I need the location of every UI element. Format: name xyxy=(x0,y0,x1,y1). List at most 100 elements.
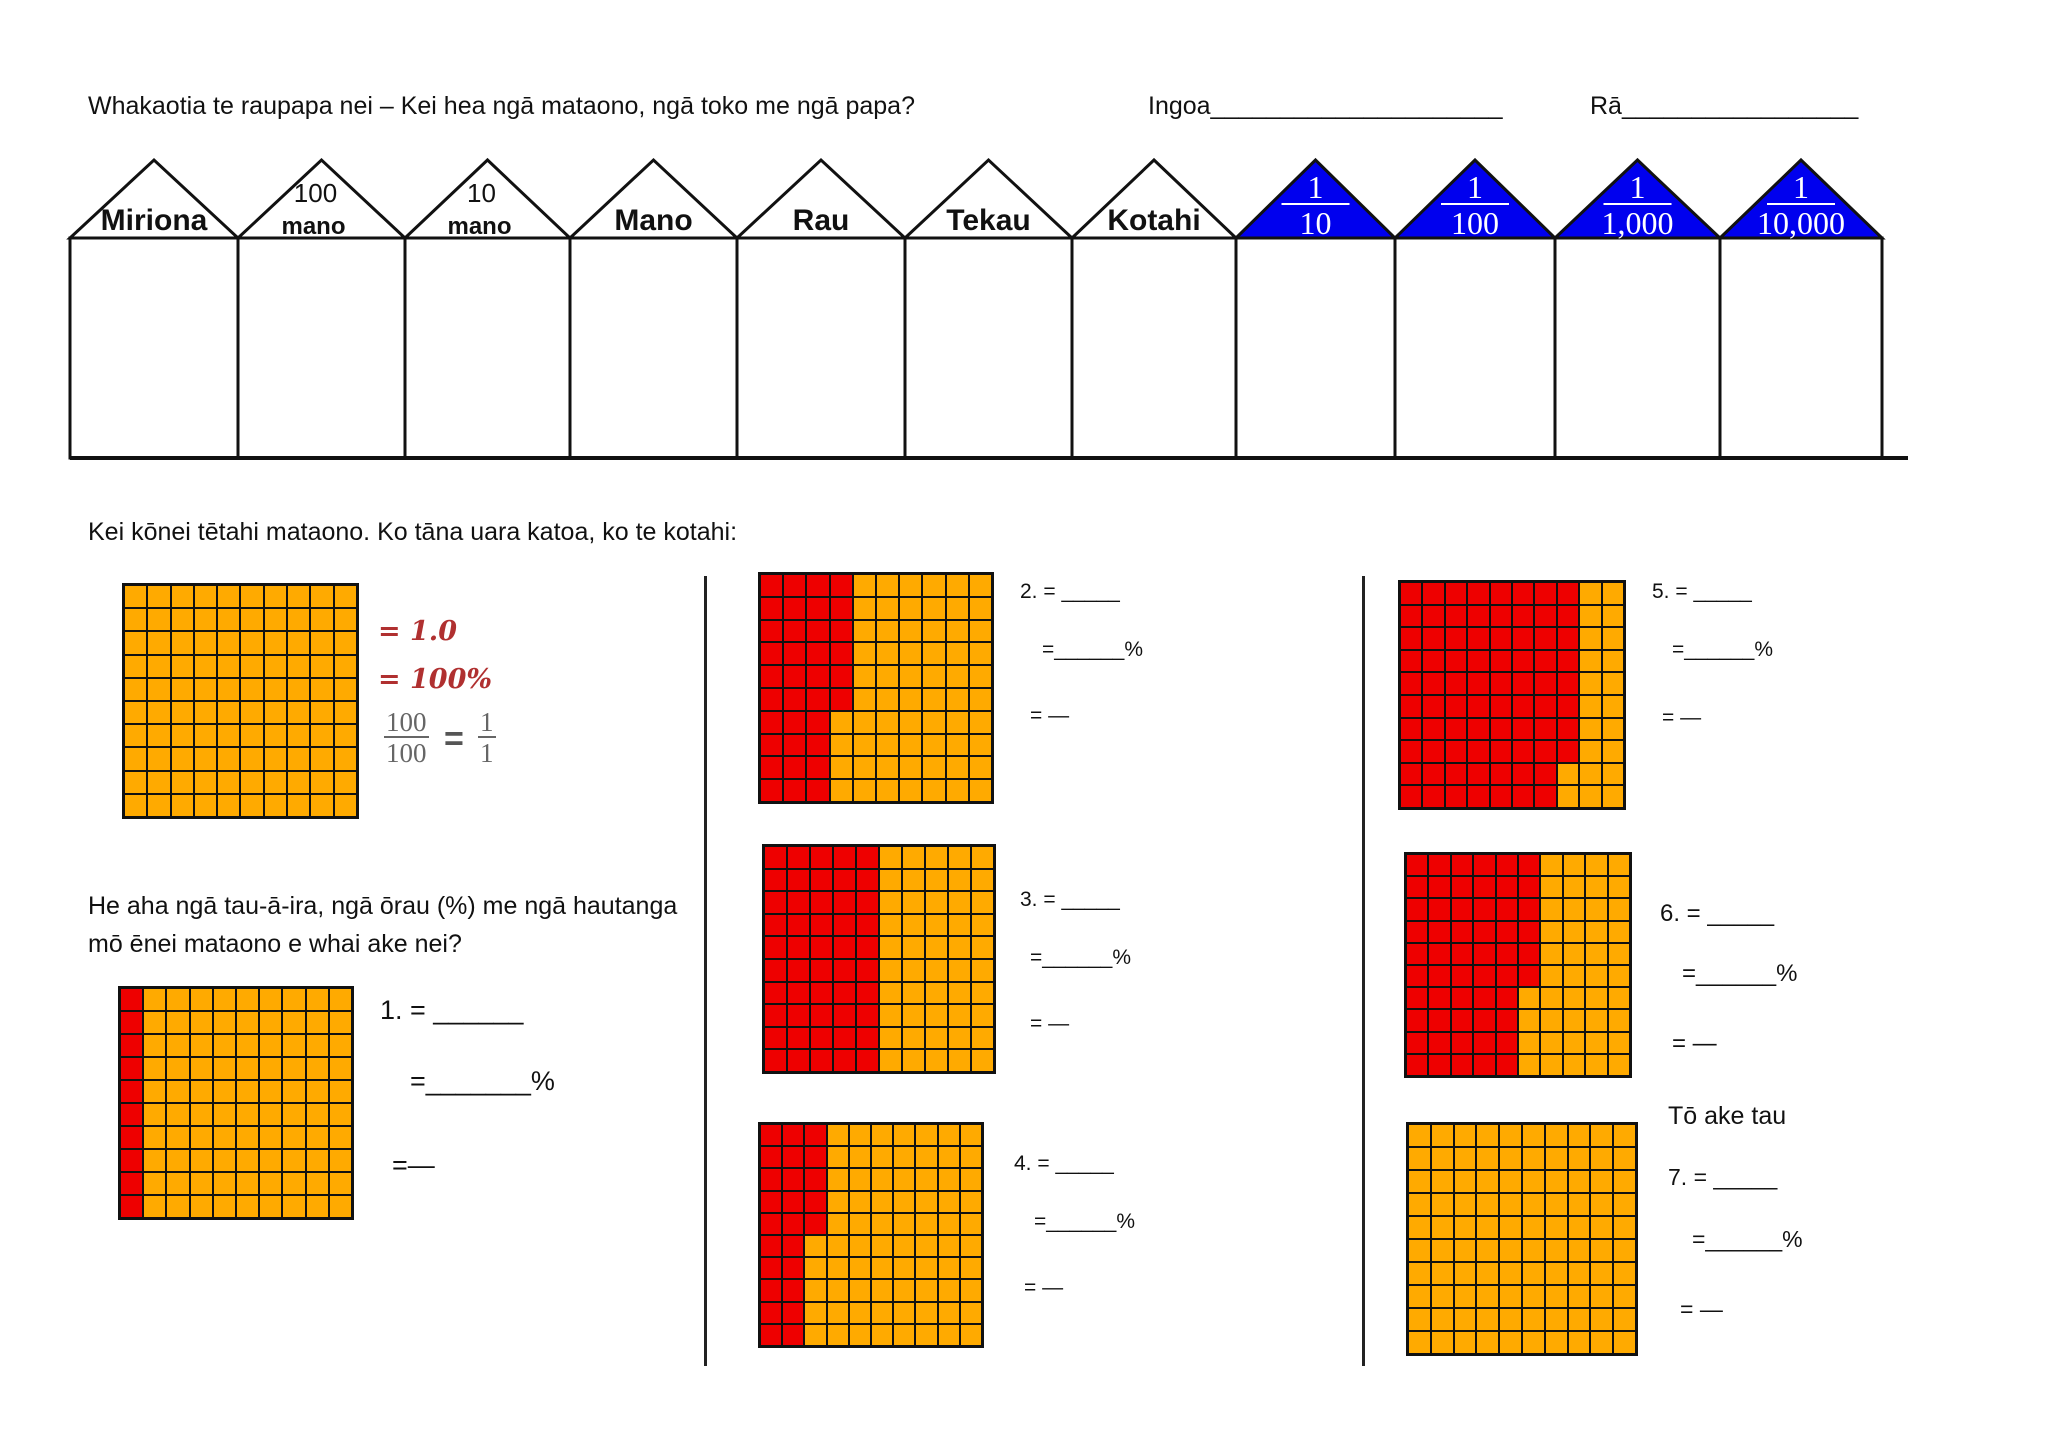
place-value-column-9[interactable] xyxy=(1553,236,1722,460)
shaded-cell xyxy=(834,847,855,868)
exercise-5-decimal-blank[interactable]: 5. = _____ xyxy=(1652,580,1752,603)
grid-cell xyxy=(853,780,875,801)
exercise-4-percent-blank[interactable]: =______% xyxy=(1034,1210,1136,1233)
grid-cell xyxy=(171,632,193,654)
place-value-column-3[interactable] xyxy=(568,236,739,460)
place-value-label-top-1: 100 xyxy=(294,178,337,208)
place-value-column-10[interactable] xyxy=(1718,236,1884,460)
exercise-2-decimal-blank[interactable]: 2. = _____ xyxy=(1020,580,1120,603)
grid-cell xyxy=(1563,855,1585,876)
place-value-column-6[interactable] xyxy=(1070,236,1238,460)
exercise-1-decimal-blank[interactable]: 1. = ______ xyxy=(380,995,524,1025)
grid-cell xyxy=(1477,1286,1499,1307)
exercise-7-fraction-blank[interactable]: = — xyxy=(1680,1296,1723,1322)
grid-cell xyxy=(903,1027,924,1049)
shaded-cell xyxy=(811,892,832,913)
grid-cell xyxy=(144,1012,166,1033)
grid-cell xyxy=(946,688,968,710)
grid-cell xyxy=(1409,1240,1430,1261)
grid-cell xyxy=(1602,763,1623,785)
grid-cell xyxy=(1431,1125,1453,1146)
grid-cell xyxy=(241,748,263,770)
grid-cell xyxy=(1477,1194,1499,1215)
place-value-column-1[interactable] xyxy=(236,236,407,460)
shaded-cell xyxy=(121,1196,143,1217)
name-field[interactable]: Ingoa_____________________ xyxy=(1148,92,1503,120)
grid-cell xyxy=(306,1035,328,1056)
grid-cell xyxy=(1409,1263,1430,1284)
grid-cell xyxy=(1563,988,1585,1009)
exercise-5-fraction-blank[interactable]: = — xyxy=(1662,706,1702,729)
shaded-cell xyxy=(1474,943,1495,964)
shaded-cell xyxy=(1557,605,1579,627)
grid-cell xyxy=(894,1236,915,1257)
shaded-cell xyxy=(807,597,829,619)
grid-cell xyxy=(853,597,875,619)
grid-cell xyxy=(237,1081,259,1102)
place-value-column-5[interactable] xyxy=(903,236,1074,460)
date-field[interactable]: Rā_________________ xyxy=(1590,92,1859,120)
exercise-2-grid xyxy=(758,572,994,804)
shaded-cell xyxy=(857,914,878,936)
exercise-7-grid[interactable] xyxy=(1406,1122,1638,1356)
grid-cell xyxy=(853,666,875,687)
grid-cell xyxy=(946,780,968,801)
exercise-7-decimal-blank[interactable]: 7. = _____ xyxy=(1668,1164,1778,1190)
exercise-3-fraction-blank[interactable]: = — xyxy=(1030,1012,1070,1035)
shaded-cell xyxy=(788,914,809,936)
grid-cell xyxy=(1541,899,1562,920)
grid-cell xyxy=(144,1081,166,1102)
exercise-3-decimal-blank[interactable]: 3. = _____ xyxy=(1020,888,1120,911)
shaded-cell xyxy=(1474,877,1495,898)
grid-cell xyxy=(311,725,333,747)
place-value-column-2[interactable] xyxy=(403,236,572,460)
shaded-cell xyxy=(784,597,806,619)
grid-cell xyxy=(190,1081,212,1102)
exercise-1-percent-blank[interactable]: =_______% xyxy=(410,1066,555,1096)
exercise-6-decimal-blank[interactable]: 6. = _____ xyxy=(1660,900,1775,927)
exercise-2-fraction-blank[interactable]: = — xyxy=(1030,704,1070,727)
grid-cell xyxy=(311,794,333,816)
place-value-column-0[interactable] xyxy=(68,236,240,460)
grid-cell xyxy=(264,702,287,724)
grid-cell xyxy=(926,1005,947,1026)
grid-cell xyxy=(946,757,968,779)
grid-cell xyxy=(1568,1125,1590,1146)
exercise-5-percent-blank[interactable]: =______% xyxy=(1672,638,1774,661)
grid-cell xyxy=(827,1169,848,1190)
grid-cell xyxy=(926,847,947,868)
exercise-4-decimal-blank[interactable]: 4. = _____ xyxy=(1014,1152,1114,1175)
exercise-6-percent-blank[interactable]: =______% xyxy=(1682,960,1798,987)
grid-cell xyxy=(949,982,970,1004)
grid-cell xyxy=(1500,1194,1521,1215)
shaded-cell xyxy=(1445,673,1467,694)
grid-cell xyxy=(125,655,147,677)
place-value-column-7[interactable] xyxy=(1234,236,1397,460)
grid-cell xyxy=(144,1173,166,1194)
shaded-cell xyxy=(1490,605,1511,627)
exercise-4-fraction-blank[interactable]: = — xyxy=(1024,1276,1064,1299)
shaded-cell xyxy=(765,982,786,1004)
place-value-column-8[interactable] xyxy=(1393,236,1557,460)
grid-cell xyxy=(853,757,875,779)
grid-cell xyxy=(926,869,947,891)
grid-cell xyxy=(903,892,924,913)
grid-cell xyxy=(306,989,328,1010)
shaded-cell xyxy=(1535,763,1556,785)
grid-cell xyxy=(171,655,193,677)
exercise-7-percent-blank[interactable]: =______% xyxy=(1692,1226,1803,1252)
exercise-1-fraction-blank[interactable]: =— xyxy=(392,1150,435,1180)
grid-cell xyxy=(872,1191,893,1212)
grid-cell xyxy=(877,620,899,642)
exercise-3-percent-blank[interactable]: =______% xyxy=(1030,946,1132,969)
place-value-label-top-2: 10 xyxy=(467,178,496,208)
place-value-column-4[interactable] xyxy=(735,236,907,460)
exercise-6-fraction-blank[interactable]: = — xyxy=(1672,1030,1717,1057)
grid-cell xyxy=(125,702,147,724)
shaded-cell xyxy=(1512,628,1534,649)
shaded-cell xyxy=(811,960,832,981)
shaded-cell xyxy=(1512,673,1534,694)
grid-cell xyxy=(218,748,240,770)
grid-cell xyxy=(1522,1171,1544,1192)
exercise-2-percent-blank[interactable]: =______% xyxy=(1042,638,1144,661)
